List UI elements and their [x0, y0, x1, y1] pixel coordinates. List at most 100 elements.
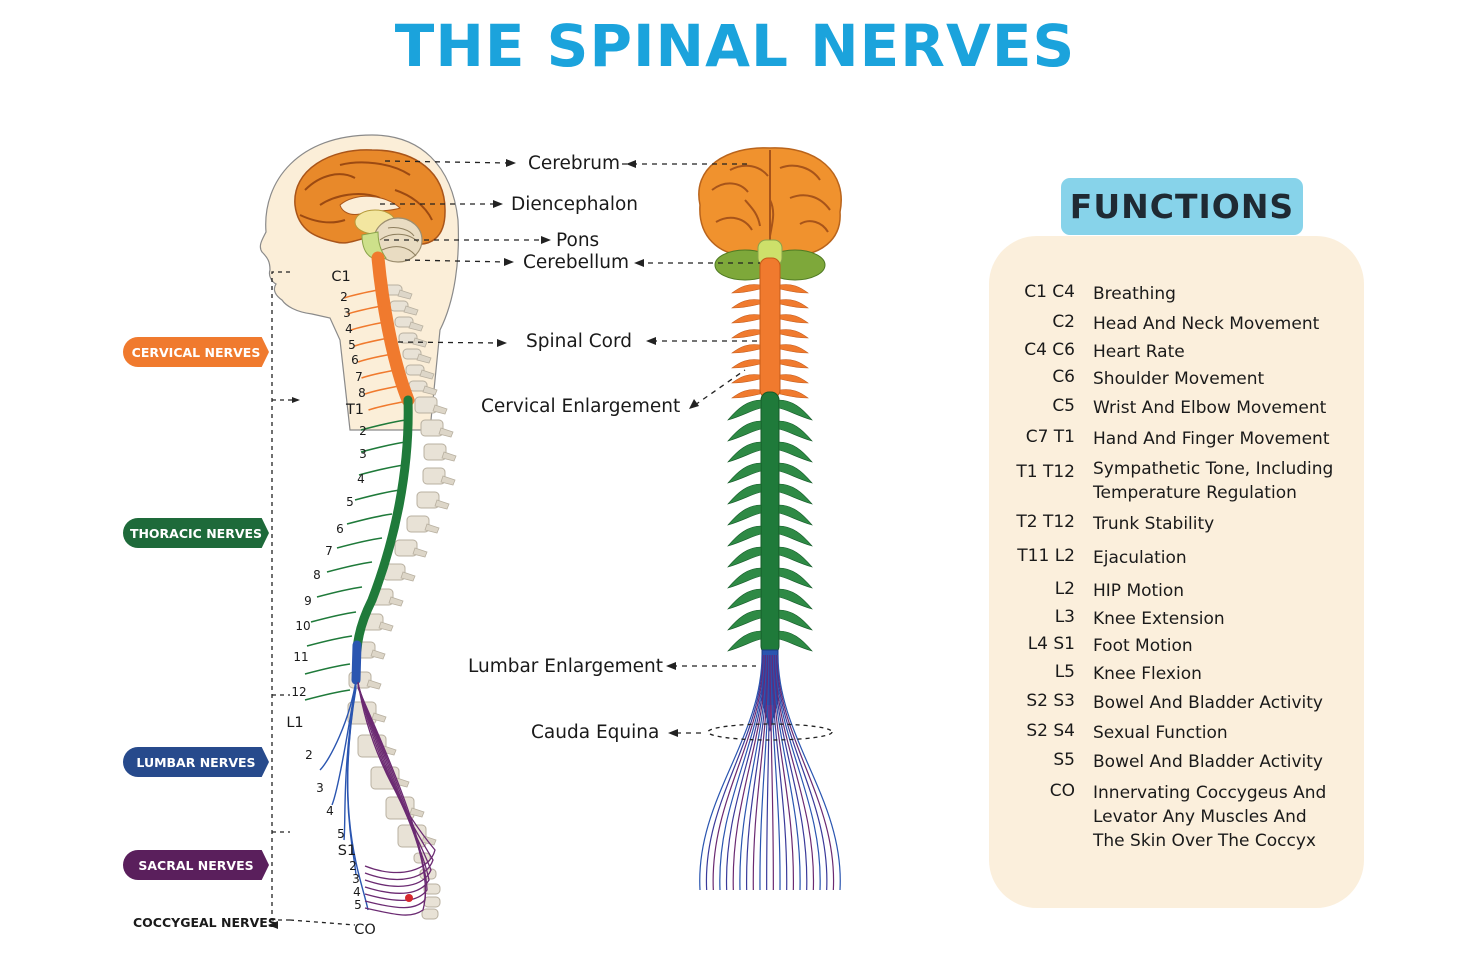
thoracic-root-left	[727, 504, 762, 526]
label-lumbar-enlargement: Lumbar Enlargement	[468, 656, 663, 677]
thoracic-nerve	[354, 489, 401, 501]
thoracic-root-right	[778, 630, 813, 652]
function-code: S2 S3	[1026, 691, 1075, 711]
function-code: C2	[1052, 312, 1075, 332]
cauda-strand	[775, 654, 828, 891]
cervical-root-right	[779, 299, 809, 309]
function-text: Head And Neck Movement	[1093, 314, 1320, 334]
vertebra-process	[403, 305, 419, 316]
vertebra	[423, 896, 441, 908]
vertebra-process	[438, 427, 454, 438]
tag-coccygeal-nerves: COCCYGEAL NERVES	[133, 915, 277, 930]
coccygeal-ganglion	[405, 894, 413, 902]
cervical-nerve	[350, 321, 386, 331]
cauda-strand	[769, 654, 774, 891]
cauda-strand	[712, 654, 765, 891]
thoracic-root-right	[778, 525, 813, 547]
thoracic-root-left	[727, 420, 762, 442]
thoracic-nerve	[304, 663, 351, 675]
function-text: Shoulder Movement	[1093, 369, 1265, 389]
label-diencephalon: Diencephalon	[511, 194, 639, 215]
vertebra-process	[378, 621, 394, 632]
vertebra	[420, 419, 444, 437]
vertebra-process	[370, 649, 386, 660]
vertebra	[423, 443, 447, 461]
vertebra-label: 11	[293, 650, 309, 664]
thoracic-root-right	[778, 588, 813, 610]
thoracic-nerve	[306, 635, 353, 647]
sacral-nerve	[357, 683, 432, 887]
cauda-strand	[746, 654, 768, 891]
function-text: Breathing	[1093, 284, 1176, 304]
spinal-nerves-front	[727, 284, 813, 652]
function-code: L5	[1054, 662, 1075, 682]
cauda-strand	[775, 654, 821, 891]
label-cervical-enlargement: Cervical Enlargement	[481, 396, 681, 417]
vertebra	[394, 316, 414, 328]
cervical-nerve	[361, 369, 396, 379]
thoracic-root-right	[778, 609, 813, 631]
vertebra-label: 8	[358, 386, 366, 400]
cauda-strand	[772, 654, 794, 891]
cervical-root-right	[779, 359, 809, 369]
vertebra-label: 4	[353, 885, 361, 899]
function-code: S2 S4	[1026, 721, 1075, 741]
thoracic-root-left	[727, 399, 762, 421]
function-code: L4 S1	[1027, 634, 1075, 654]
thoracic-root-right	[778, 399, 813, 421]
vertebra-process	[432, 404, 448, 415]
thoracic-root-left	[727, 462, 762, 484]
vertebra	[394, 539, 418, 557]
vertebra-label: 8	[313, 568, 321, 582]
vertebra-label: 7	[355, 370, 363, 384]
vertebra-label: 7	[325, 544, 333, 558]
vertebra-label: T1	[345, 402, 365, 418]
cauda-strand	[739, 654, 768, 891]
thoracic-root-left	[727, 546, 762, 568]
cervical-nerve	[364, 385, 400, 395]
vertebra-label: 10	[295, 619, 311, 633]
vertebra-label: 3	[359, 447, 367, 461]
vertebra-process	[434, 499, 450, 510]
cervical-root-right	[779, 284, 809, 294]
vertebra-process	[408, 321, 424, 332]
cauda-strand	[772, 654, 801, 891]
cervical-root-right	[779, 314, 809, 324]
vertebra-label: C1	[331, 269, 351, 285]
thoracic-nerve	[346, 513, 393, 525]
function-text: Hand And Finger Movement	[1093, 429, 1330, 449]
vertebra-process	[366, 679, 382, 690]
cauda-strand	[773, 654, 808, 891]
vertebra-label: 3	[343, 306, 351, 320]
leader-lines	[380, 160, 760, 734]
cervical-root-left	[731, 284, 761, 294]
function-code: L3	[1054, 607, 1075, 627]
vertebra	[414, 396, 438, 414]
cauda-equina-strands	[699, 654, 841, 891]
vertebra-label: L1	[286, 715, 304, 731]
thoracic-root-left	[727, 588, 762, 610]
vertebra-process	[416, 353, 432, 364]
label-cauda-equina: Cauda Equina	[531, 722, 660, 743]
cauda-strand	[777, 654, 841, 891]
thoracic-root-right	[778, 546, 813, 568]
cauda-strand	[719, 654, 765, 891]
function-code: C4 C6	[1024, 340, 1075, 360]
function-text: Sexual Function	[1093, 723, 1228, 743]
thoracic-nerve	[360, 441, 407, 453]
cervical-root-left	[731, 374, 761, 384]
thoracic-root-left	[727, 525, 762, 547]
thoracic-root-left	[727, 630, 762, 652]
sacral-nerve	[357, 685, 428, 902]
function-text: Bowel And Bladder Activity	[1093, 752, 1323, 772]
cervical-root-right	[779, 374, 809, 384]
cervical-root-left	[731, 344, 761, 354]
cauda-strand	[759, 654, 770, 891]
function-code: S5	[1053, 750, 1075, 770]
vertebra	[402, 348, 422, 360]
vertebra-process	[419, 369, 435, 380]
vertebra-label: S1	[337, 843, 357, 859]
tag-thoracic-nerves: THORACIC NERVES	[123, 518, 269, 548]
vertebra-process	[440, 475, 456, 486]
